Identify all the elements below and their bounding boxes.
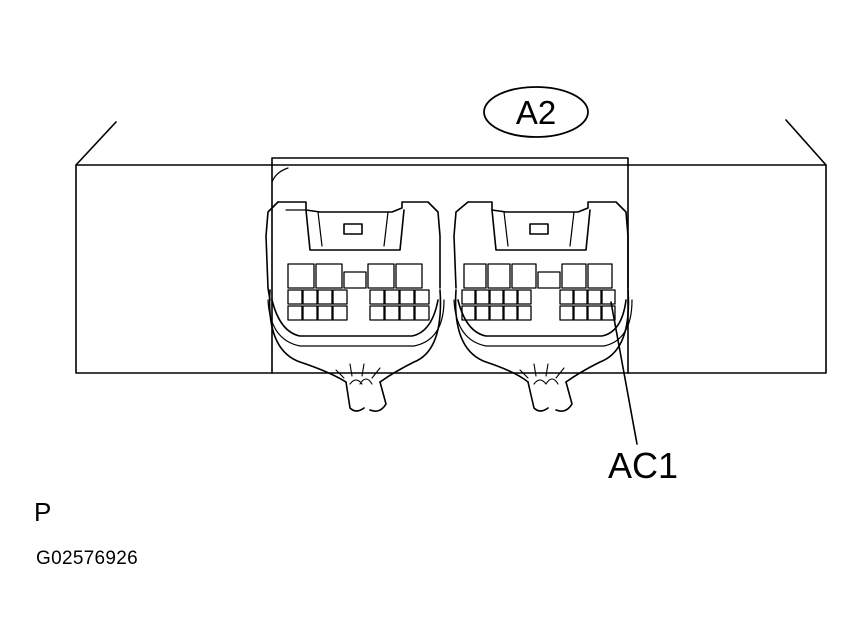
view-letter: P — [34, 497, 52, 527]
terminal-grid-left — [287, 263, 430, 321]
connector-left — [265, 201, 445, 412]
connector-callout-label: A2 — [515, 93, 557, 131]
terminal-grid-right — [461, 263, 616, 321]
ac1-leader-line — [610, 301, 638, 445]
figure-code: G02576926 — [36, 548, 139, 569]
connector-right — [453, 201, 633, 412]
terminal-callout-label: AC1 — [608, 445, 679, 486]
connector-socket-frame — [271, 157, 629, 374]
ecu-housing — [75, 119, 827, 374]
callout-ellipse-a2 — [483, 86, 589, 138]
